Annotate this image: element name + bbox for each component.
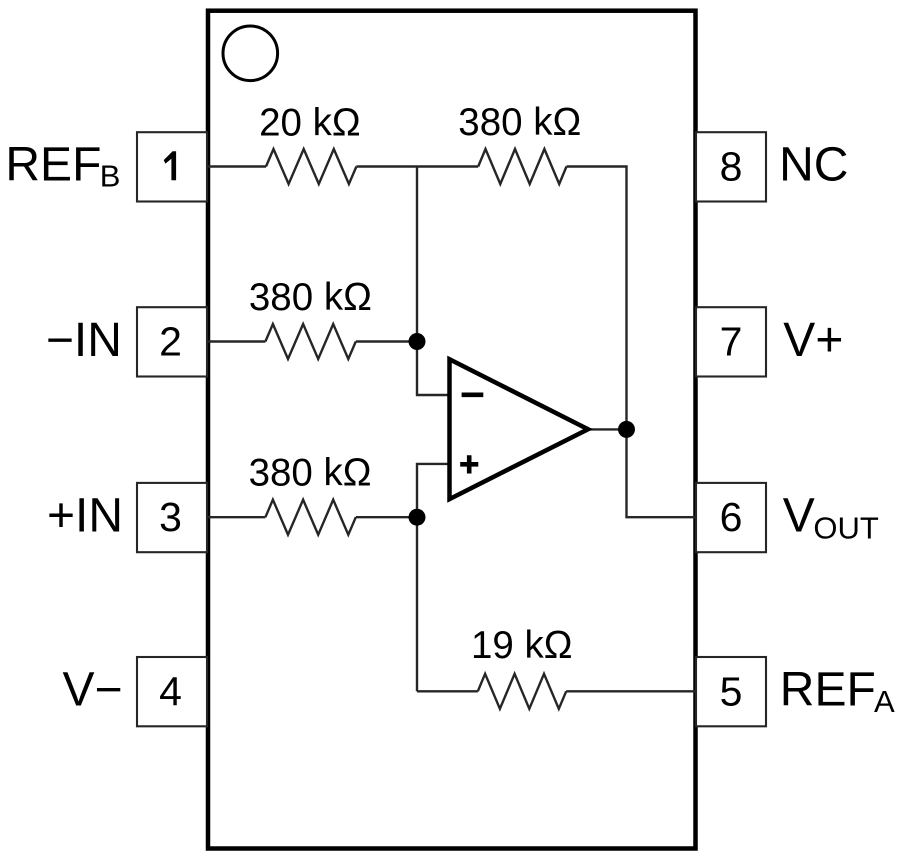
svg-text:B: B bbox=[100, 159, 121, 194]
svg-text:3: 3 bbox=[159, 494, 182, 540]
svg-text:A: A bbox=[874, 684, 895, 719]
svg-text:380 kΩ: 380 kΩ bbox=[249, 451, 372, 494]
svg-text:−IN: −IN bbox=[46, 314, 122, 367]
svg-text:4: 4 bbox=[159, 668, 182, 714]
svg-text:380 kΩ: 380 kΩ bbox=[458, 101, 581, 144]
svg-text:5: 5 bbox=[720, 668, 743, 714]
svg-text:V: V bbox=[783, 489, 815, 542]
svg-text:20 kΩ: 20 kΩ bbox=[259, 101, 361, 144]
svg-text:V−: V− bbox=[63, 663, 123, 716]
svg-text:+IN: +IN bbox=[47, 489, 123, 542]
svg-text:NC: NC bbox=[779, 139, 848, 192]
svg-text:380 kΩ: 380 kΩ bbox=[249, 276, 372, 319]
svg-text:7: 7 bbox=[720, 318, 743, 364]
svg-text:REF: REF bbox=[5, 138, 101, 191]
svg-text:V+: V+ bbox=[783, 314, 843, 367]
svg-text:19 kΩ: 19 kΩ bbox=[471, 624, 573, 667]
svg-text:2: 2 bbox=[159, 318, 182, 364]
svg-text:REF: REF bbox=[780, 663, 876, 716]
svg-text:8: 8 bbox=[720, 143, 743, 189]
svg-text:6: 6 bbox=[720, 494, 743, 540]
svg-text:OUT: OUT bbox=[813, 510, 879, 545]
